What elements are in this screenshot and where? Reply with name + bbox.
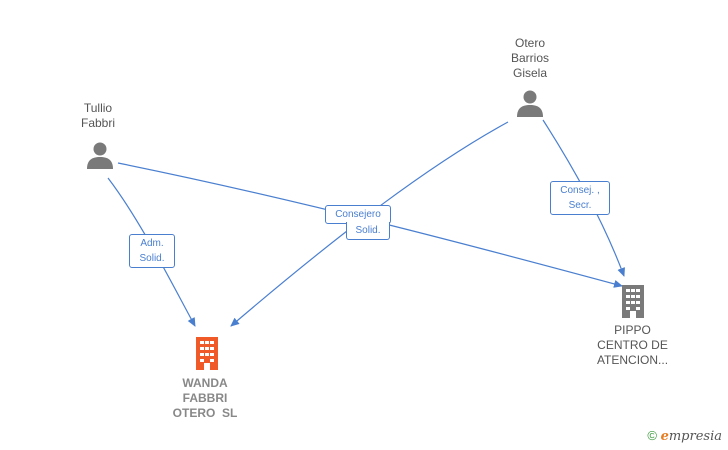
person-icon[interactable] — [515, 88, 545, 118]
edge-label-adm-solid[interactable]: Adm. Solid. — [129, 234, 175, 268]
edge-label-consej-secr[interactable]: Consej. , Secr. — [550, 181, 610, 215]
building-icon[interactable] — [193, 336, 221, 370]
person-icon[interactable] — [85, 140, 115, 170]
brand-logo: © empresia — [647, 428, 722, 444]
node-label-wanda[interactable]: WANDA FABBRI OTERO SL — [172, 376, 238, 420]
node-label-tullio[interactable]: Tullio Fabbri — [80, 101, 115, 130]
edge-label-consejero-solid[interactable]: Solid. — [346, 222, 390, 240]
building-icon[interactable] — [619, 284, 647, 318]
node-label-pippo[interactable]: PIPPO CENTRO DE ATENCION... — [596, 323, 669, 367]
node-label-otero[interactable]: Otero Barrios Gisela — [510, 36, 549, 80]
